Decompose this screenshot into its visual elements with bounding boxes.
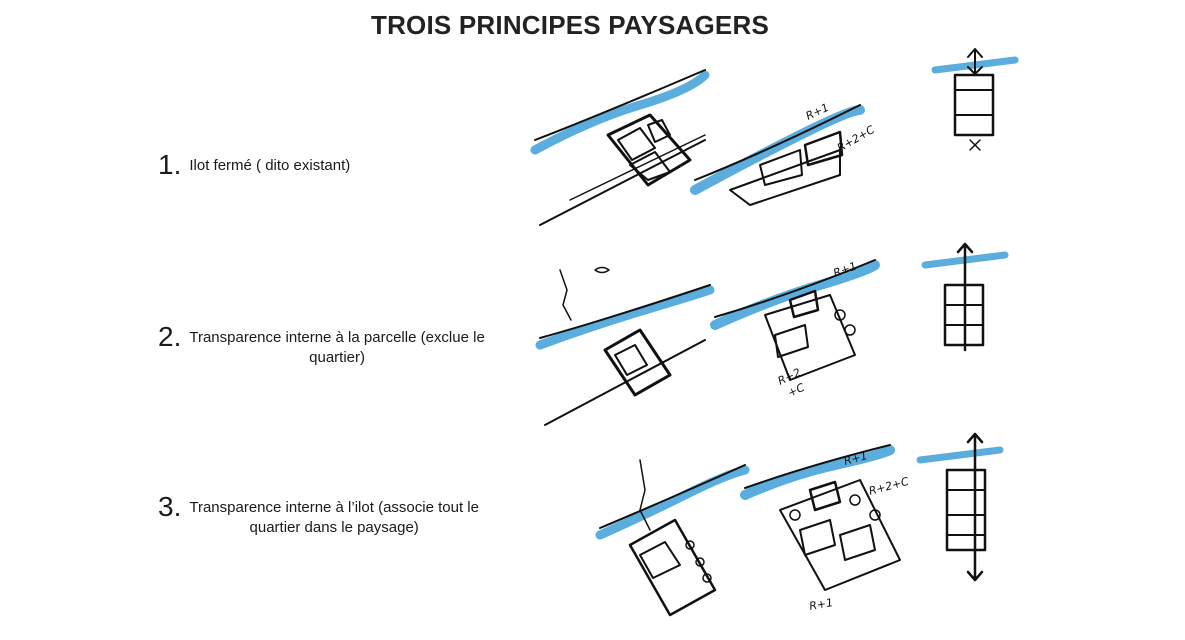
principle-number: 2.: [158, 322, 181, 352]
label-r1: R+1: [842, 449, 868, 468]
sketch-block-transparency-section: [915, 430, 1005, 590]
sketch-closed-block-perspective: R+1 R+2+C: [690, 80, 910, 210]
principle-text: Ilot fermé ( dito existant): [189, 150, 350, 176]
sketch-closed-block-plan: [530, 60, 710, 230]
principle-number: 1.: [158, 150, 181, 180]
principle-text-line: quartier): [189, 348, 484, 368]
principle-text-line: Transparence interne à l’ilot (associe t…: [189, 498, 479, 518]
sketch-block-transparency-perspective: R+1 R+2+C R+1: [740, 440, 915, 615]
principle-text: Transparence interne à la parcelle (excl…: [189, 322, 484, 368]
principle-1: 1. Ilot fermé ( dito existant): [158, 150, 350, 180]
sketch-closed-block-section: [930, 45, 1020, 155]
principle-text-line: quartier dans le paysage): [189, 518, 479, 538]
label-r2c: R+2+C: [867, 475, 910, 498]
principle-text: Transparence interne à l’ilot (associe t…: [189, 492, 479, 538]
sketch-parcel-transparency-plan: [535, 260, 715, 430]
principle-number: 3.: [158, 492, 181, 522]
sketch-parcel-transparency-perspective: R+1 R+2 +C: [710, 255, 910, 405]
sketch-block-transparency-plan: [595, 450, 755, 625]
building-block: [608, 115, 690, 185]
principle-text-line: Transparence interne à la parcelle (excl…: [189, 328, 484, 348]
sketch-parcel-transparency-section: [920, 240, 1010, 360]
page-title: TROIS PRINCIPES PAYSAGERS: [0, 10, 1140, 41]
principle-3: 3. Transparence interne à l’ilot (associ…: [158, 492, 479, 538]
label-r1: R+1: [808, 596, 834, 613]
principle-2: 2. Transparence interne à la parcelle (e…: [158, 322, 485, 368]
label-r2c: R+2+C: [835, 123, 877, 155]
